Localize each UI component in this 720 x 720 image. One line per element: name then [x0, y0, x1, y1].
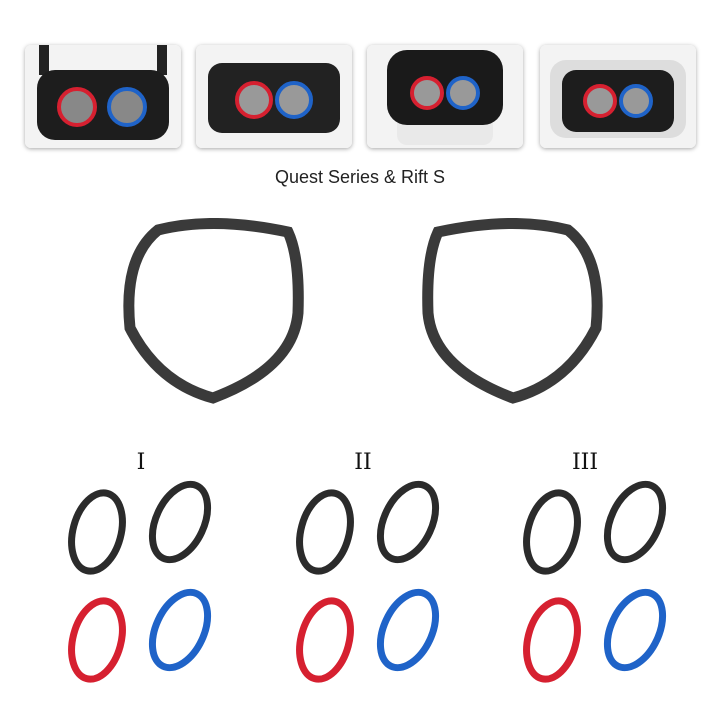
group-label-3: III: [571, 450, 599, 475]
thumbnail-rift-s: [196, 45, 352, 148]
lens-frame-right: [422, 218, 603, 404]
group-label-2: II: [354, 450, 372, 475]
red-ring-group-1: [68, 597, 126, 683]
black-ring-left-group-1: [68, 489, 126, 575]
thumbnail-quest: [25, 45, 181, 148]
blue-ring-group-2: [376, 588, 440, 672]
black-ring-right-group-2: [376, 480, 440, 564]
black-ring-left-group-2: [296, 489, 354, 575]
blue-ring-group-3: [603, 588, 667, 672]
lens-frame-left: [123, 218, 304, 404]
red-ring-group-3: [523, 597, 581, 683]
thumbnail-quest-white: [540, 45, 696, 148]
compatibility-caption: Quest Series & Rift S: [274, 167, 446, 187]
black-ring-left-group-3: [523, 489, 581, 575]
red-ring-group-2: [296, 597, 354, 683]
black-ring-right-group-3: [603, 480, 667, 564]
blue-ring-group-1: [148, 588, 212, 672]
black-ring-right-group-1: [148, 480, 212, 564]
group-label-1: I: [136, 450, 146, 475]
thumbnail-quest-2: [367, 45, 523, 148]
